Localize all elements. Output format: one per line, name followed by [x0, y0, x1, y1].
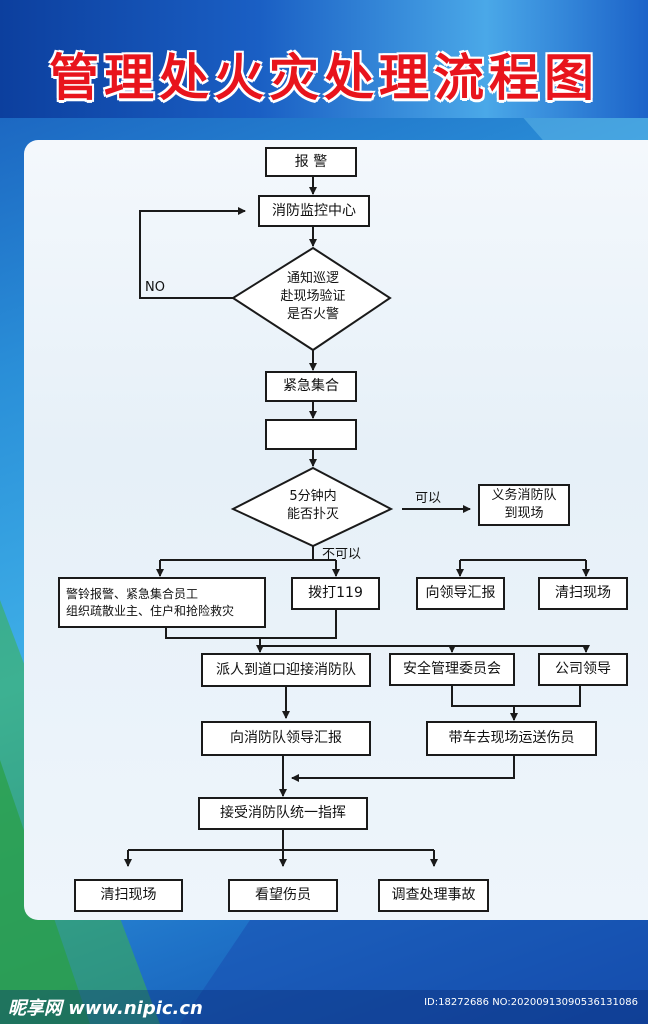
- node-assemble: 紧急集合: [265, 371, 357, 402]
- arrow-no-loop: [139, 207, 246, 299]
- label-can: 可以: [415, 491, 442, 506]
- node-visit-injured: 看望伤员: [228, 879, 338, 912]
- node-investigate: 调查处理事故: [378, 879, 489, 912]
- arrow-transport-back: [291, 756, 515, 782]
- node-company-leader: 公司领导: [538, 653, 628, 686]
- node-monitor-center: 消防监控中心: [258, 195, 370, 227]
- node-clean-site-1: 清扫现场: [538, 577, 628, 610]
- footer-band: [0, 990, 648, 1024]
- footer-logo: 昵享网 www.nipic.cn: [8, 998, 203, 1019]
- header-band: [0, 0, 648, 118]
- verify-diamond: [231, 246, 392, 352]
- line-119-join: [260, 610, 337, 639]
- node-blank-step: [265, 419, 357, 450]
- node-clean-site-2: 清扫现场: [74, 879, 183, 912]
- node-alarm-evacuate: 警铃报警、紧急集合员工 组织疏散业主、住户和抢险救灾: [58, 577, 266, 628]
- line-alarm-join: [165, 628, 260, 639]
- node-report-brigade-leader: 向消防队领导汇报: [201, 721, 371, 756]
- node-volunteer-team: 义务消防队 到现场: [478, 484, 570, 526]
- text-extinguish-decision: 5分钟内 能否扑灭: [286, 489, 339, 523]
- line-company-join: [514, 686, 581, 707]
- text-verify-decision: 通知巡逻 赴现场验证 是否火警: [280, 271, 346, 323]
- page-title: 管理处火灾处理流程图: [49, 49, 599, 107]
- node-safety-committee: 安全管理委员会: [389, 653, 515, 686]
- node-guide-fire-brigade: 派人到道口迎接消防队: [201, 653, 371, 687]
- label-no: NO: [145, 280, 165, 295]
- node-call-119: 拨打119: [291, 577, 380, 610]
- line-committee-join: [451, 686, 514, 707]
- extinguish-diamond: [230, 466, 394, 548]
- footer-id: ID:18272686 NO:20200913090536131086: [424, 997, 638, 1008]
- node-accept-command: 接受消防队统一指挥: [198, 797, 368, 830]
- label-cannot: 不可以: [322, 547, 362, 562]
- node-report: 报 警: [265, 147, 357, 177]
- node-report-leader: 向领导汇报: [416, 577, 505, 610]
- node-transport-injured: 带车去现场运送伤员: [426, 721, 597, 756]
